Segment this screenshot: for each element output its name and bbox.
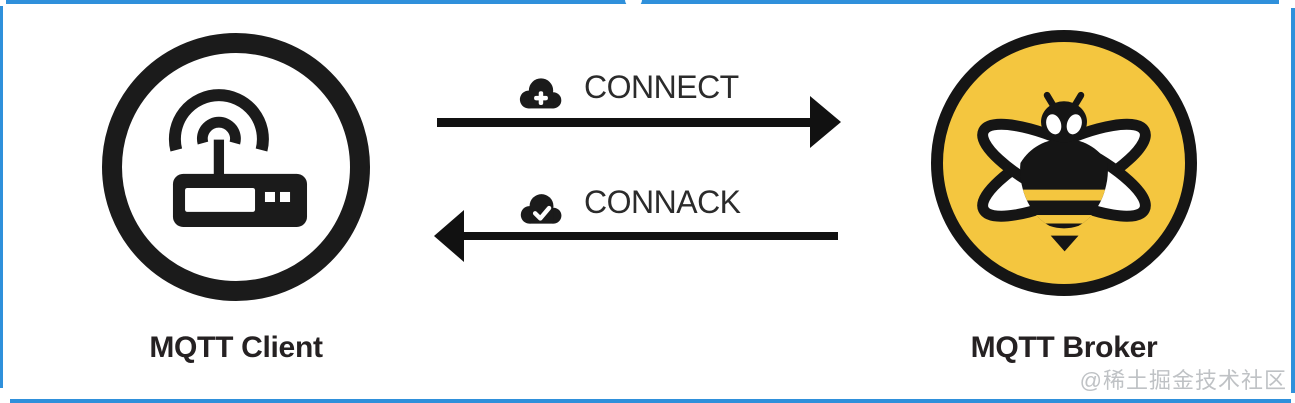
frame-right-line — [1291, 8, 1295, 393]
frame-top-notch — [625, 0, 642, 8]
connect-label: CONNECT — [584, 69, 739, 105]
connack-label: CONNACK — [584, 184, 741, 220]
wireless-router-icon — [168, 89, 308, 227]
bee-icon — [977, 91, 1151, 252]
watermark: @稀土掘金技术社区 — [1079, 368, 1287, 393]
mqtt-client-node — [102, 33, 370, 301]
frame-top-line — [6, 0, 1279, 4]
broker-label: MQTT Broker — [970, 331, 1158, 364]
frame-bottom-line — [10, 399, 1291, 403]
connack-arrow-shaft — [460, 232, 838, 240]
cloud-plus-icon — [519, 78, 562, 109]
client-label: MQTT Client — [149, 331, 323, 364]
connect-arrowhead-icon — [810, 96, 841, 148]
cloud-check-icon — [520, 194, 562, 224]
connect-arrow-shaft — [437, 118, 813, 127]
connack-arrowhead-icon — [434, 210, 464, 262]
frame-left-line — [0, 6, 3, 388]
mqtt-broker-node — [931, 30, 1197, 296]
